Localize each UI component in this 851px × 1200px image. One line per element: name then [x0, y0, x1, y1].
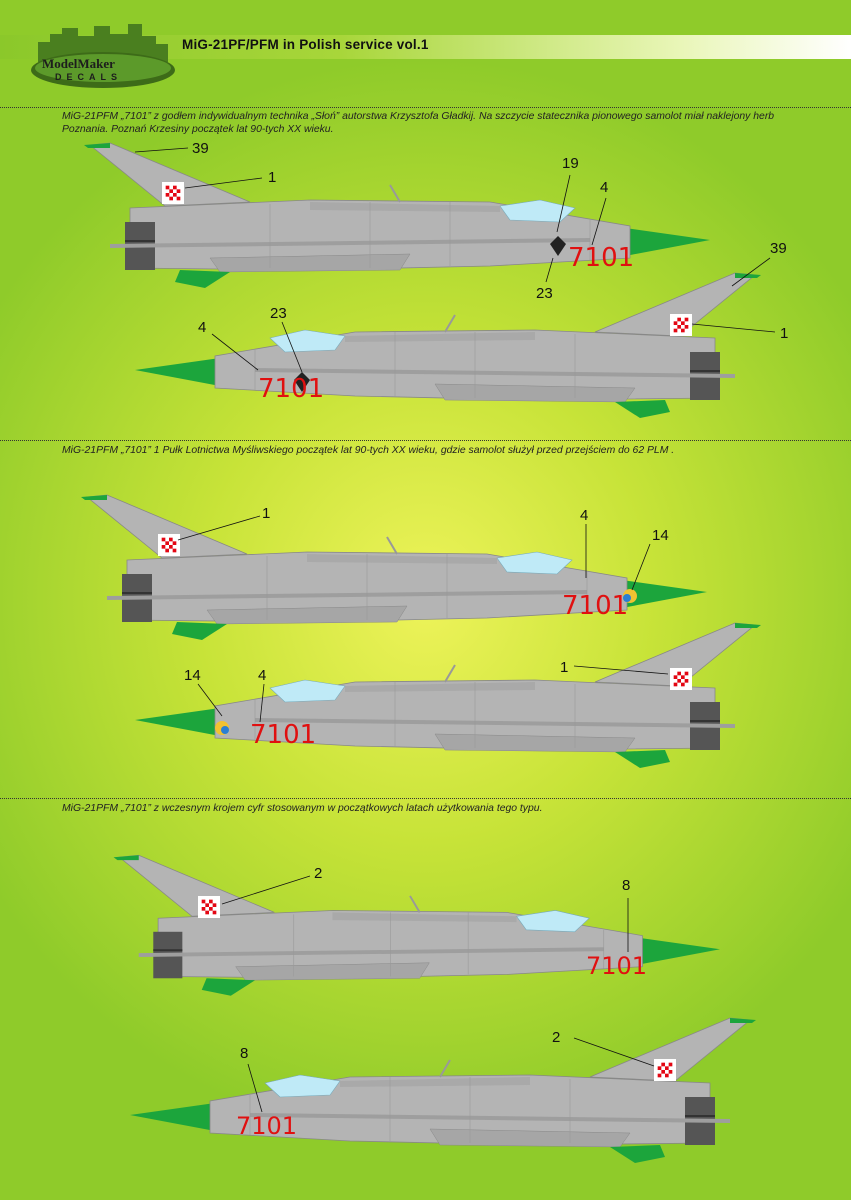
aircraft-right-view [133, 621, 763, 770]
callouts: 1 14 4 [184, 659, 669, 723]
callouts: 2 8 [221, 865, 630, 952]
callout-number: 8 [622, 877, 630, 894]
callout-number: 8 [240, 1045, 248, 1062]
section-caption: MiG-21PFM „7101” z wczesnym krojem cyfr … [62, 803, 543, 814]
callout-number: 14 [652, 527, 669, 544]
callout-number: 2 [552, 1029, 560, 1046]
callout-number: 2 [314, 865, 322, 882]
callout-number: 4 [258, 667, 266, 684]
serial-number: 7101 [586, 952, 647, 980]
callout-number: 1 [262, 505, 270, 522]
callout-number: 1 [560, 659, 568, 676]
section-divider [0, 440, 851, 441]
page-title: MiG-21PF/PFM in Polish service vol.1 [182, 37, 429, 52]
callout-number: 4 [600, 179, 608, 196]
callout-number: 39 [770, 240, 787, 257]
serial-number: 7101 [236, 1112, 297, 1140]
callouts: 2 8 [240, 1029, 655, 1113]
section-divider [0, 798, 851, 799]
aircraft-left-view: 7101 [79, 493, 709, 642]
callouts: 1 4 14 [177, 505, 669, 591]
callout-number: 23 [536, 285, 553, 302]
callout-number: 1 [780, 325, 788, 342]
callout-number: 4 [580, 507, 588, 524]
logo-text-bottom: DECALS [55, 72, 123, 82]
callouts: 39 1 4 23 [198, 240, 788, 373]
callout-number: 14 [184, 667, 201, 684]
polish-checkerboard [198, 896, 220, 918]
section-caption: MiG-21PFM „7101” z godłem indywidualnym … [62, 111, 775, 135]
callouts: 39 1 19 4 23 [134, 140, 608, 302]
serial-number: 7101 [250, 720, 316, 750]
section-divider [0, 107, 851, 108]
elephant-badge [550, 236, 566, 256]
serial-number: 7101 [562, 591, 628, 621]
elephant-badge [294, 372, 310, 392]
callout-number: 4 [198, 319, 206, 336]
aircraft-right-view [133, 271, 763, 420]
serial-number: 7101 [568, 243, 634, 273]
callout-number: 39 [192, 140, 209, 157]
callout-number: 1 [268, 169, 276, 186]
section-caption: MiG-21PFM „7101” 1 Pułk Lotnictwa Myśliw… [62, 445, 675, 456]
logo-text-top: ModelMaker [42, 56, 115, 71]
aircraft-right-view [128, 1016, 758, 1165]
callout-number: 19 [562, 155, 579, 172]
callout-number: 23 [270, 305, 287, 322]
serial-number: 7101 [258, 374, 324, 404]
modelmaker-logo [31, 24, 175, 88]
aircraft-left-view: 7101 [83, 142, 710, 289]
aircraft-left-view: 7101 [112, 854, 720, 997]
polish-checkerboard [654, 1059, 676, 1081]
